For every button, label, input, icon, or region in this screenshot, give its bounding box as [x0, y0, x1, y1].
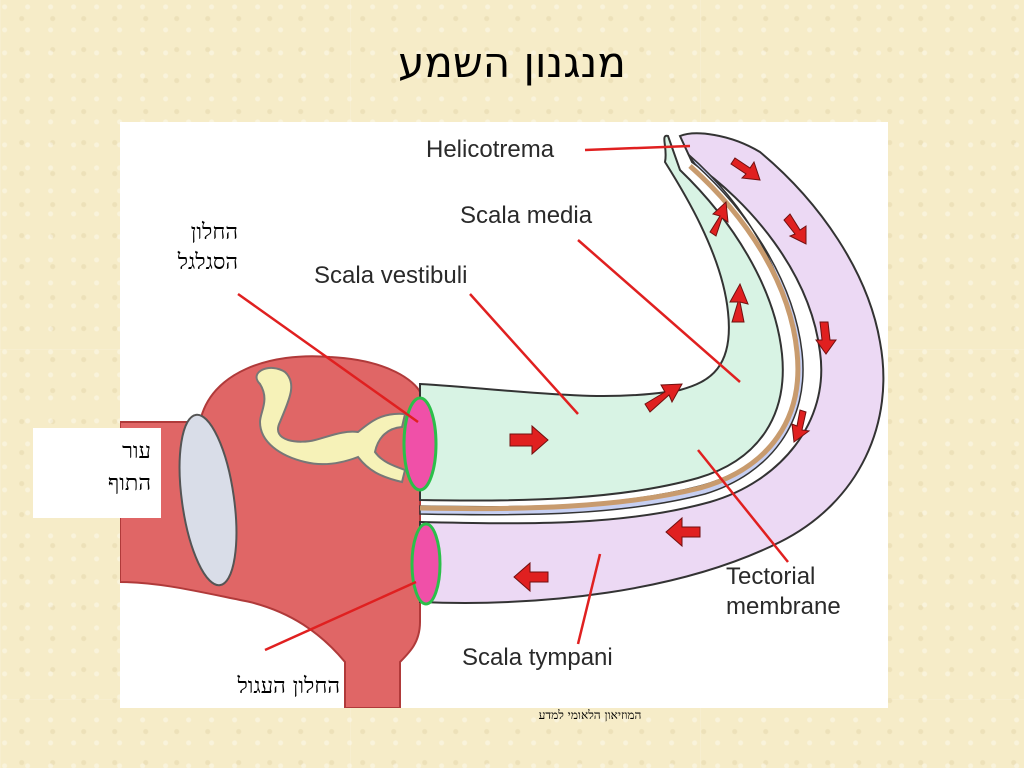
eardrum: [178, 413, 238, 587]
cochlea-diagram: Helicotrema Scala media Scala vestibuli …: [120, 122, 888, 708]
leader-lines: [237, 144, 789, 652]
label-oval-window: החלון הסגלגל: [138, 218, 238, 278]
flow-arrows-tympani: [513, 157, 837, 593]
ossicles: [255, 366, 407, 484]
scala-tympani: [419, 132, 885, 604]
eardrum-line-1: עור: [122, 439, 151, 464]
oval-window: [402, 396, 438, 492]
tectorial-membrane: [419, 164, 801, 512]
tectorial-line-2: membrane: [726, 593, 841, 620]
eardrum-line-2: התוף: [107, 471, 151, 496]
label-scala-vestibuli: Scala vestibuli: [314, 262, 468, 289]
label-eardrum: עור התוף: [33, 428, 161, 518]
scala-vestibuli: [419, 134, 784, 502]
label-scala-tympani: Scala tympani: [462, 644, 613, 671]
slide-title: מנגנון השמע: [398, 38, 626, 87]
label-scala-media: Scala media: [460, 202, 593, 229]
label-helicotrema: Helicotrema: [426, 136, 555, 163]
flow-arrows-vestibuli: [509, 200, 749, 456]
label-tectorial-membrane: Tectorial membrane: [726, 562, 841, 622]
label-round-window: החלון העגול: [237, 674, 340, 699]
round-window: [410, 522, 442, 606]
cochlea-illustration: [120, 132, 885, 708]
tectorial-line-1: Tectorial: [726, 563, 816, 590]
source-credit: המוזיאון הלאומי למדע: [538, 708, 642, 722]
oval-window-line-1: החלון: [190, 220, 238, 245]
oval-window-line-2: הסגלגל: [177, 250, 238, 275]
